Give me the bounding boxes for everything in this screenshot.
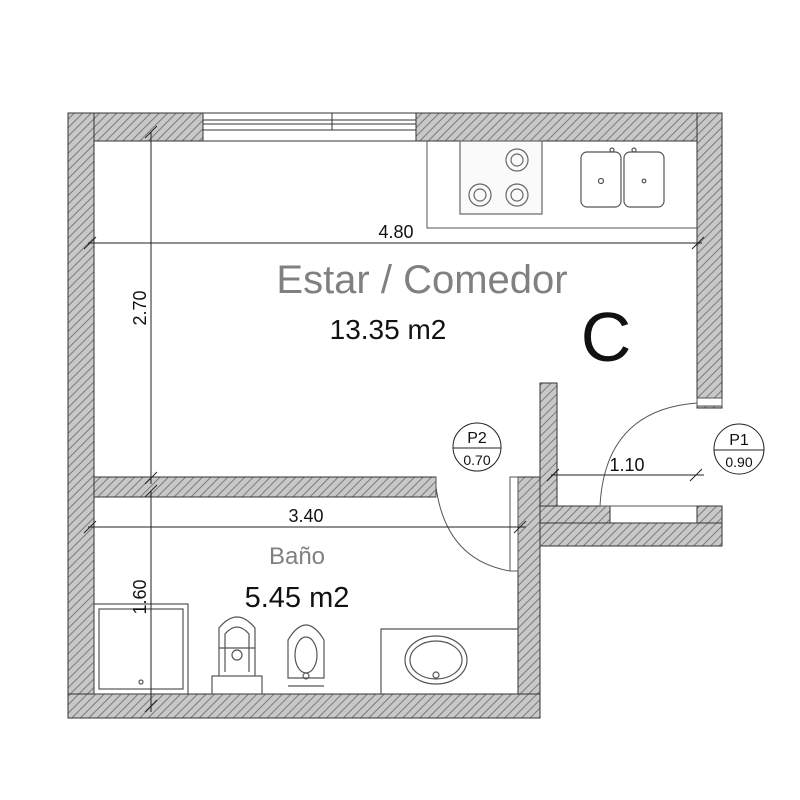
wall-right-upper — [696, 112, 723, 409]
door-p1-swing — [599, 397, 723, 507]
wall-bottom — [67, 693, 541, 719]
wall-bath-right — [517, 476, 541, 719]
walls — [67, 112, 723, 719]
wall-entry-pillar — [539, 382, 558, 524]
door-tag-p1 — [713, 423, 765, 475]
dimension-bath-width: 3.40 — [288, 506, 323, 526]
door-tag-p2 — [452, 422, 502, 472]
kitchen-sink-icon — [580, 147, 665, 208]
door-p2-width: 0.70 — [463, 452, 490, 468]
living-room-name: Estar / Comedor — [276, 258, 567, 302]
living-room-area: 13.35 m2 — [330, 314, 447, 345]
door-p2-code: P2 — [467, 430, 487, 447]
kitchen-counter — [426, 141, 697, 229]
door-p1-code: P1 — [729, 432, 749, 449]
dimension-bath-depth: 1.60 — [130, 579, 150, 614]
toilet-icon — [211, 616, 263, 695]
bath-room-name: Baño — [269, 543, 325, 570]
bidet-icon — [287, 624, 325, 687]
dimension-living-width: 4.80 — [378, 222, 413, 242]
window — [202, 112, 417, 142]
dimension-lines — [83, 125, 705, 713]
wall-entry-bottom-2 — [539, 522, 723, 547]
door-p1-width: 0.90 — [725, 454, 752, 470]
dimension-living-depth: 2.70 — [130, 290, 150, 325]
wall-middle — [93, 476, 437, 498]
bath-room-area: 5.45 m2 — [245, 582, 350, 614]
shower-icon — [93, 603, 189, 695]
unit-label: C — [581, 298, 632, 376]
wall-left — [67, 112, 95, 719]
dimension-entry-width: 1.10 — [609, 455, 644, 475]
door-p2-swing — [435, 476, 519, 572]
cooktop-icon — [459, 140, 543, 215]
washbasin-icon — [380, 628, 518, 694]
